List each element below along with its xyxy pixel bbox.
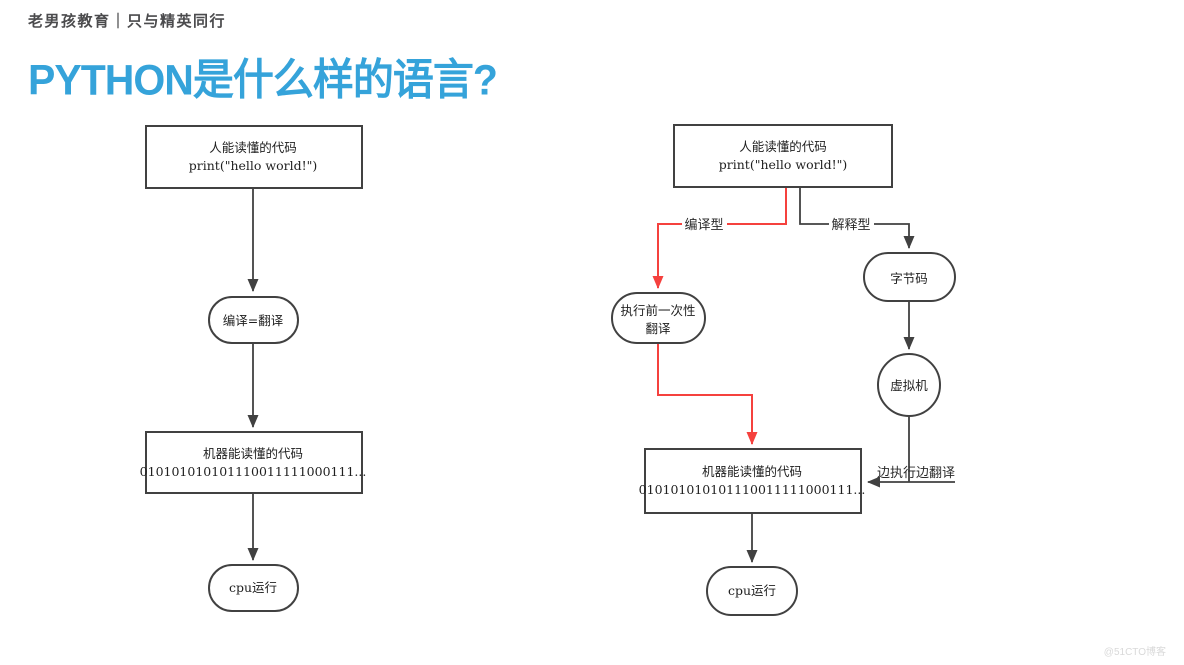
right-source-box <box>673 124 893 188</box>
right-bytecode-node <box>863 252 956 302</box>
right-translate-while-run-label: 边执行边翻译 <box>877 466 955 481</box>
right-pretranslate-line1: 执行前一次性 <box>620 303 695 318</box>
right-vm-node <box>877 353 941 417</box>
left-source-title: 人能读懂的代码 <box>209 140 297 155</box>
left-compile-label: 编译=翻译 <box>223 313 284 328</box>
left-cpu-node <box>208 564 299 612</box>
page-title: PYTHON是什么样的语言? <box>28 55 498 104</box>
right-branch-compiled-edge <box>652 188 787 289</box>
right-vm-label: 虚拟机 <box>890 378 928 393</box>
right-branch-compiled-label: 编译型 <box>684 218 723 233</box>
right-machine-title: 机器能读懂的代码 <box>702 464 802 479</box>
right-source-title: 人能读懂的代码 <box>739 139 827 154</box>
right-branch-compiled-label-bg <box>682 216 727 232</box>
right-arrow-pretranslate-to-machine <box>657 344 758 445</box>
left-machine-title: 机器能读懂的代码 <box>203 446 303 461</box>
right-machine-box <box>644 448 862 514</box>
brand-text: 老男孩教育｜只与精英同行 <box>28 13 227 30</box>
left-compile-node <box>208 296 299 344</box>
left-cpu-label: cpu运行 <box>229 580 277 595</box>
watermark: @51CTO博客 <box>1103 647 1166 658</box>
right-pretranslate-node <box>611 292 706 344</box>
left-machine-box <box>145 431 363 494</box>
right-cpu-label: cpu运行 <box>728 583 776 598</box>
right-branch-interpreted-label: 解释型 <box>831 218 870 233</box>
right-bytecode-label: 字节码 <box>890 271 928 286</box>
right-flowchart: 人能读懂的代码 print("hello world!") 编译型 解释型 执行… <box>611 124 956 616</box>
left-machine-code: 010101010101110011111000111... <box>140 464 367 479</box>
left-source-code: print("hello world!") <box>189 158 317 173</box>
left-source-box <box>145 125 363 189</box>
right-cpu-node <box>706 566 798 616</box>
right-pretranslate-line2: 翻译 <box>645 321 671 336</box>
left-flowchart: 人能读懂的代码 print("hello world!") 编译=翻译 机器能读… <box>140 125 367 612</box>
right-source-code: print("hello world!") <box>719 157 847 172</box>
right-machine-code: 010101010101110011111000111... <box>639 482 866 497</box>
right-branch-interpreted-label-bg <box>829 216 874 232</box>
